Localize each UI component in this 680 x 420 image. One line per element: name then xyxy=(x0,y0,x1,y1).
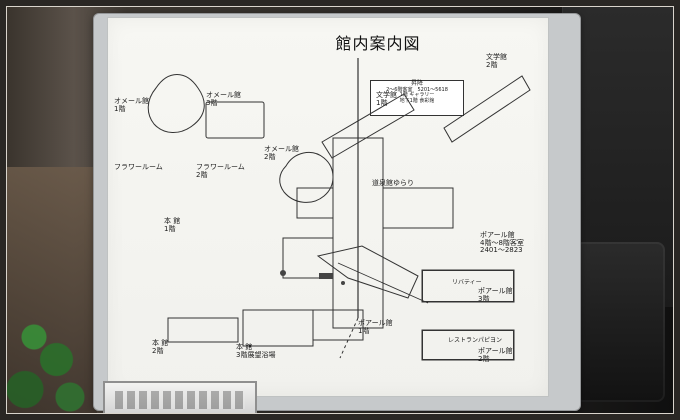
map-lines xyxy=(147,58,531,361)
label-yurari: 道泉館ゆらり xyxy=(372,179,414,187)
legend-line-2: 1階 ギャラリー xyxy=(399,92,435,99)
bottom-plaque xyxy=(103,381,257,413)
suitcase xyxy=(575,242,665,402)
label-poal-2: ポアール館 2階 xyxy=(478,347,513,363)
label-poal-3: ポアール館 3階 xyxy=(478,287,513,303)
label-omeru-2: オメール館 2階 xyxy=(264,145,299,161)
floor-map-board: 館内案内図 昇降 2〜6階客室 5201〜5618 1階 ギャラリー 地下1階 … xyxy=(107,17,549,397)
label-honkan-1: 本 館 1階 xyxy=(164,217,181,233)
label-restaurant: レストランパピヨン xyxy=(448,337,503,344)
restaurant-box xyxy=(422,330,514,360)
label-omeru-3: オメール館 3階 xyxy=(206,91,241,107)
label-liberty: リバティー xyxy=(452,279,482,286)
label-bunkaku-2: 文学館 2階 xyxy=(486,53,507,69)
label-poal-1: ポアール館 1階 xyxy=(358,319,393,335)
label-flower: フラワールーム xyxy=(114,163,163,171)
label-flower-2: フラワールーム 2階 xyxy=(196,163,245,179)
label-omeru-1: オメール館 1階 xyxy=(114,97,149,113)
potted-plant xyxy=(7,277,97,413)
label-honkan-3: 本 館 3階展望浴場 xyxy=(236,343,276,359)
legend-line-1: 2〜6階客室 5201〜5618 xyxy=(386,86,448,93)
legend-heading: 昇降 xyxy=(410,80,423,87)
label-bunkaku-1: 文学館 1階 xyxy=(376,91,397,107)
photo-frame: 館内案内図 昇降 2〜6階客室 5201〜5618 1階 ギャラリー 地下1階 … xyxy=(6,6,674,414)
label-honkan-2: 本 館 2階 xyxy=(152,339,169,355)
legend-line-3: 地下1階 食彩館 xyxy=(399,97,435,104)
map-title: 館内案内図 xyxy=(335,34,421,53)
label-poal-rooms: ポアール館 4階〜8階客室 2401〜2823 xyxy=(480,231,524,255)
liberty-box xyxy=(422,270,514,302)
legend-box: 昇降 2〜6階客室 5201〜5618 1階 ギャラリー 地下1階 食彩館 xyxy=(370,80,464,116)
